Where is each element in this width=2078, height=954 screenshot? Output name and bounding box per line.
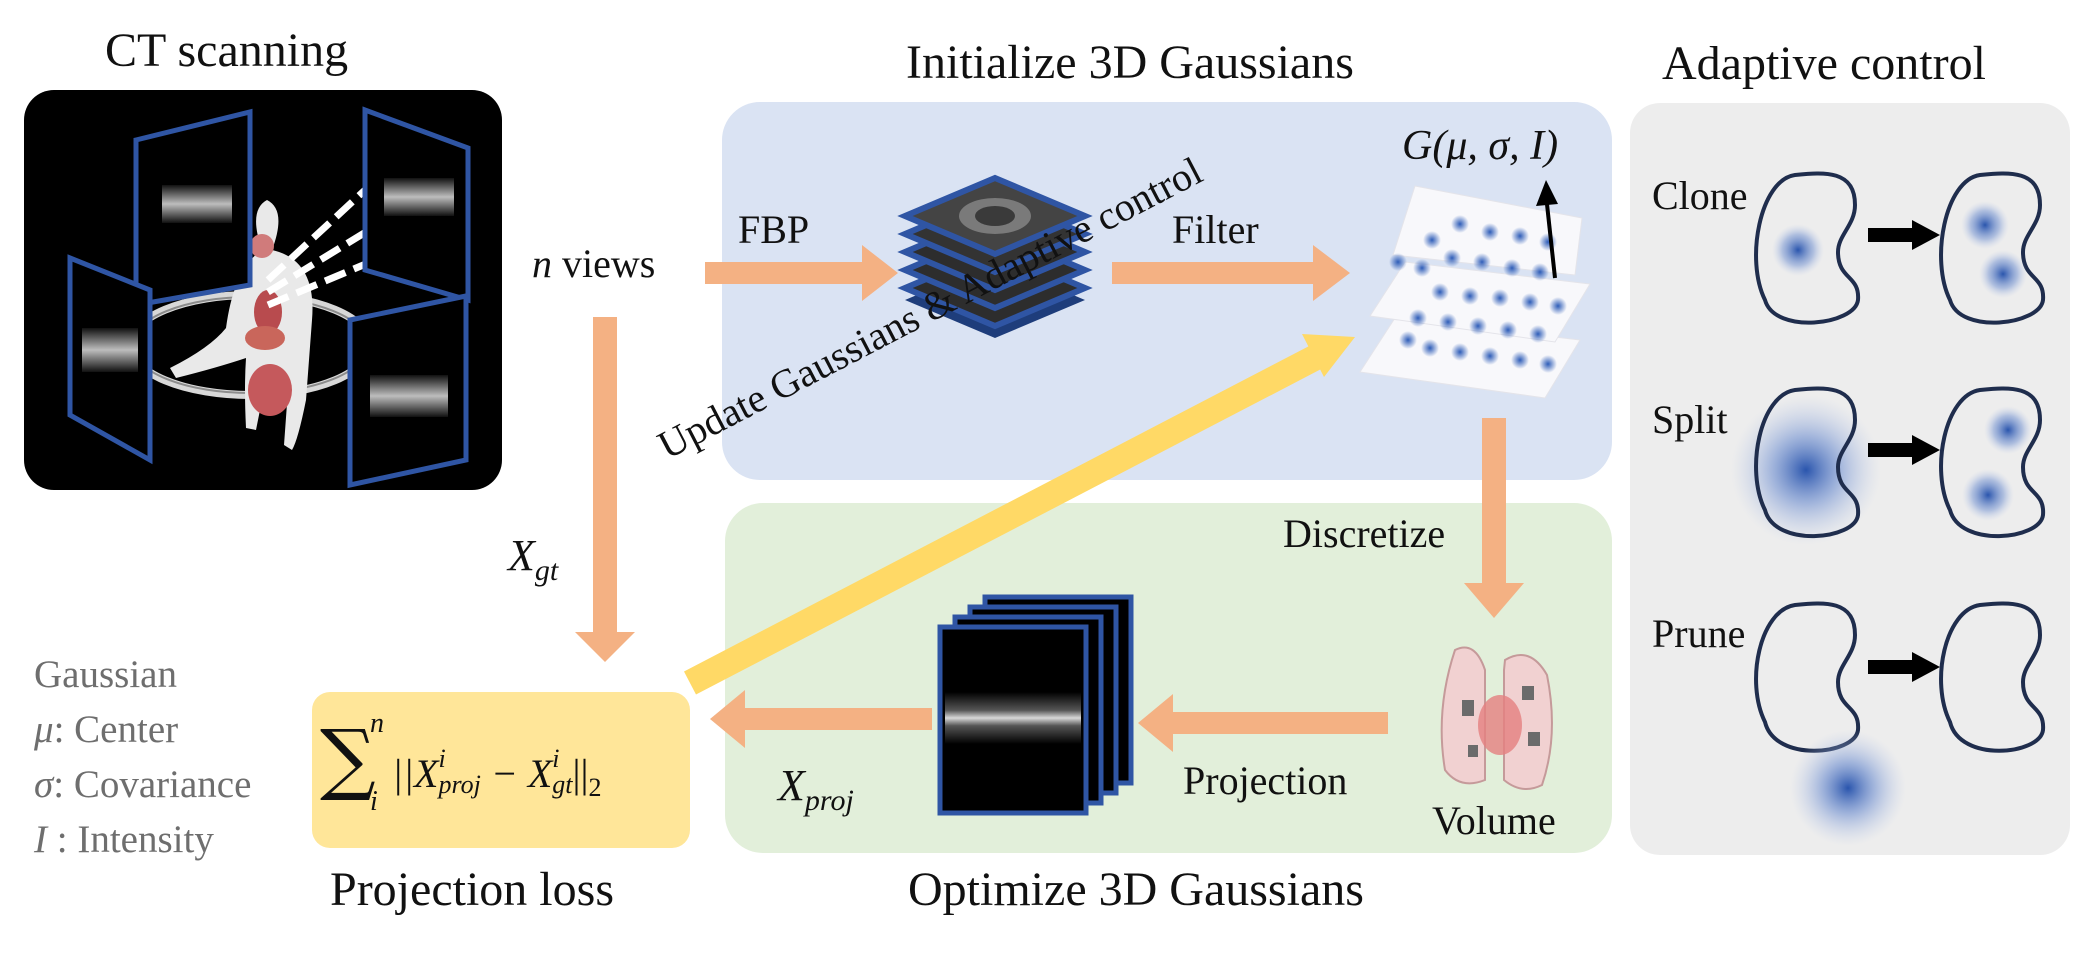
n-views-label: n views (532, 240, 655, 287)
gaussian-dot (1481, 347, 1499, 365)
filter-label: Filter (1172, 207, 1259, 252)
adaptive-control-illustration (1731, 171, 2046, 846)
gaussian-dot (1529, 325, 1547, 343)
gaussian-dot (1481, 223, 1499, 241)
initialize-title: Initialize 3D Gaussians (906, 36, 1354, 89)
gaussian-dot (1499, 321, 1517, 339)
gaussian-dot (1539, 355, 1557, 373)
ct-scanning-title: CT scanning (105, 24, 349, 77)
gaussian-dot (1431, 283, 1449, 301)
gaussian-dot (1539, 233, 1557, 251)
projection-label: Projection (1183, 758, 1348, 803)
fbp-label: FBP (738, 207, 810, 252)
loss-open: ||X (392, 751, 439, 796)
legend-intensity: I : Intensity (34, 818, 214, 861)
gaussian-dot (1409, 309, 1427, 327)
gaussian-dot (1531, 263, 1549, 281)
gaussian-dot (1521, 293, 1539, 311)
gaussian-dot (1469, 317, 1487, 335)
gaussian-function-label: G(μ, σ, I) (1402, 123, 1559, 169)
volume-label: Volume (1432, 798, 1556, 843)
legend-sigma: σ: Covariance (34, 763, 252, 806)
legend-mu: μ: Center (34, 708, 179, 751)
sum-symbol: ∑ (320, 714, 376, 804)
loss-proj-sub: proj (438, 770, 481, 799)
loss-minus: − X (480, 751, 553, 796)
x-proj-label: Xproj (778, 760, 854, 818)
x-proj-sub: proj (804, 783, 854, 817)
sum-bottom: i (370, 786, 378, 817)
update-arrow (683, 334, 1355, 695)
clone-label: Clone (1652, 173, 1748, 218)
gaussian-dot (1421, 339, 1439, 357)
gaussian-dot (1423, 231, 1441, 249)
prune-label: Prune (1652, 611, 1746, 656)
x-gt-label: Xgt (508, 530, 558, 588)
loss-gt-sub: gt (552, 770, 573, 799)
x-gt-main: X (508, 531, 535, 580)
optimize-title: Optimize 3D Gaussians (908, 863, 1364, 916)
n-views-var: n (532, 241, 552, 286)
gaussian-dot (1439, 313, 1457, 331)
loss-box (312, 692, 690, 848)
gaussian-dot (1461, 287, 1479, 305)
gaussian-dot (1399, 331, 1417, 349)
split-label: Split (1652, 397, 1728, 442)
x-proj-main: X (778, 761, 805, 810)
gaussian-dot (1413, 259, 1431, 277)
ct-scanner-image (24, 90, 502, 490)
projection-stack (937, 594, 1134, 816)
gaussian-dot (1389, 253, 1407, 271)
gaussian-legend: Gaussian μ: Center σ: Covariance I : Int… (34, 652, 251, 872)
gaussian-point-cloud (1359, 180, 1591, 399)
gaussian-dot (1451, 343, 1469, 361)
loss-proj-sup: i (438, 744, 446, 773)
discretize-label: Discretize (1283, 511, 1446, 556)
gaussian-dot (1473, 253, 1491, 271)
x-gt-sub: gt (534, 553, 559, 587)
projection-loss-title: Projection loss (330, 863, 614, 916)
fbp-volume-stack (897, 174, 1093, 338)
volume-lung (1440, 646, 1553, 790)
loss-norm-sub: 2 (588, 773, 602, 802)
sum-top: n (370, 708, 384, 739)
gaussian-dot (1511, 227, 1529, 245)
loss-close: || (572, 751, 589, 796)
gaussian-dot (1503, 259, 1521, 277)
gaussian-dot (1511, 351, 1529, 369)
gaussian-dot (1443, 249, 1461, 267)
gaussian-dot (1491, 289, 1509, 307)
arrows-orange (575, 245, 1524, 752)
legend-title: Gaussian (34, 653, 177, 696)
gaussian-dot (1451, 215, 1469, 233)
gaussian-dot (1549, 297, 1567, 315)
n-views-text: views (562, 241, 656, 286)
loss-gt-sup: i (552, 744, 560, 773)
adaptive-control-title: Adaptive control (1662, 37, 1986, 90)
